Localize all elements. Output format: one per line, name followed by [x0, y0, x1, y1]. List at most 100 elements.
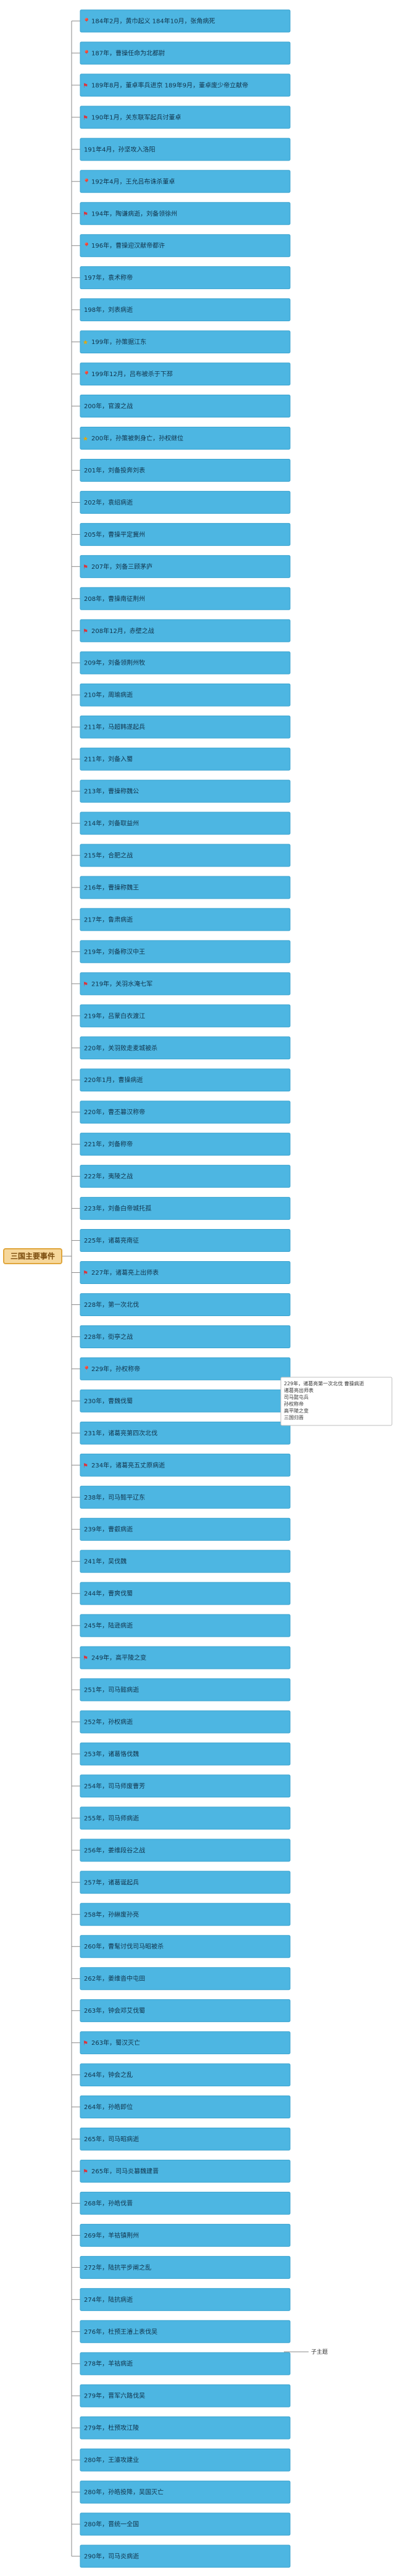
- event-node[interactable]: ★200年，孙策被刺身亡，孙权继位: [80, 426, 291, 450]
- event-node[interactable]: 268年，孙皓伐晋: [80, 2191, 291, 2215]
- event-node-label: 280年，晋统一全国: [84, 2520, 139, 2528]
- side-note[interactable]: 子主题: [284, 2348, 328, 2356]
- event-node[interactable]: 254年，司马师废曹芳: [80, 1774, 291, 1798]
- event-node-box: [80, 170, 291, 193]
- event-node[interactable]: 221年，刘备称帝: [80, 1133, 291, 1156]
- event-node[interactable]: 223年，刘备白帝城托孤: [80, 1197, 291, 1220]
- event-node[interactable]: 222年，夷陵之战: [80, 1165, 291, 1188]
- event-node[interactable]: 220年，关羽败走麦城被杀: [80, 1036, 291, 1060]
- event-node[interactable]: 269年，羊祜镇荆州: [80, 2223, 291, 2247]
- event-node[interactable]: ⚑208年12月，赤壁之战: [80, 619, 291, 642]
- event-node[interactable]: ⚑189年8月，董卓率兵进京 189年9月，董卓废少帝立献帝: [80, 73, 291, 97]
- event-node[interactable]: 230年，曹魏伐蜀: [80, 1389, 291, 1412]
- event-node[interactable]: 220年，曹丕篡汉称帝: [80, 1101, 291, 1124]
- event-node[interactable]: 279年，晋军六路伐吴: [80, 2384, 291, 2407]
- event-node[interactable]: 📍196年，曹操迎汉献帝都许: [80, 234, 291, 258]
- event-node-box: [80, 2288, 291, 2311]
- event-node-box: [80, 1004, 291, 1028]
- event-node[interactable]: ⚑227年，诸葛亮上出师表: [80, 1261, 291, 1285]
- event-node-label: 245年，陆逊病逝: [84, 1622, 133, 1630]
- event-node[interactable]: 244年，曹爽伐蜀: [80, 1582, 291, 1605]
- event-node[interactable]: ⚑249年，高平陵之变: [80, 1646, 291, 1669]
- event-node[interactable]: 210年，周瑜病逝: [80, 683, 291, 707]
- event-node-label: 265年，司马昭病逝: [84, 2135, 139, 2143]
- event-node[interactable]: 216年，曹操称魏王: [80, 876, 291, 899]
- event-node[interactable]: 202年，袁绍病逝: [80, 490, 291, 514]
- event-node[interactable]: 228年，第一次北伐: [80, 1293, 291, 1316]
- event-node[interactable]: 205年，曹操平定冀州: [80, 522, 291, 546]
- flag-icon: ⚑: [83, 1655, 88, 1662]
- event-node[interactable]: 208年，曹操南征荆州: [80, 587, 291, 610]
- event-node-box: [80, 1421, 291, 1445]
- event-node[interactable]: 256年，姜维段谷之战: [80, 1839, 291, 1862]
- event-node[interactable]: 260年，曹髦讨伐司马昭被杀: [80, 1935, 291, 1958]
- event-node[interactable]: ⚑265年，司马炎篡魏建晋: [80, 2159, 291, 2183]
- event-node[interactable]: 238年，司马懿平辽东: [80, 1485, 291, 1509]
- event-node[interactable]: ⚑190年1月，关东联军起兵讨董卓: [80, 106, 291, 129]
- event-node[interactable]: 220年1月，曹操病逝: [80, 1068, 291, 1092]
- event-node[interactable]: 219年，吕蒙白衣渡江: [80, 1004, 291, 1028]
- event-node[interactable]: 📍187年，曹操任命为北都尉: [80, 41, 291, 65]
- nodes: 📍184年2月，黄巾起义 184年10月，张角病死 📍187年，曹操任命为北都尉 ⚑…: [80, 9, 291, 2568]
- event-node[interactable]: 262年，姜维沓中屯田: [80, 1967, 291, 1991]
- event-node[interactable]: 264年，孙皓即位: [80, 2096, 291, 2119]
- event-node[interactable]: 264年，钟会之乱: [80, 2063, 291, 2087]
- event-node[interactable]: 219年，刘备称汉中王: [80, 940, 291, 963]
- event-node[interactable]: ⚑194年，陶谦病逝，刘备领徐州: [80, 202, 291, 225]
- event-node[interactable]: 📍192年4月，王允吕布诛杀董卓: [80, 170, 291, 193]
- event-node[interactable]: 263年，钟会邓艾伐蜀: [80, 1999, 291, 2023]
- event-node[interactable]: 255年，司马师病逝: [80, 1806, 291, 1830]
- event-node[interactable]: 257年，诸葛诞起兵: [80, 1871, 291, 1894]
- event-node[interactable]: 280年，孙皓投降，吴国灭亡: [80, 2480, 291, 2504]
- event-node-label: 251年，司马懿病逝: [84, 1686, 139, 1694]
- event-node[interactable]: 215年，合肥之战: [80, 844, 291, 867]
- event-node-label: 222年，夷陵之战: [84, 1172, 133, 1180]
- event-node[interactable]: 258年，孙綝废孙亮: [80, 1903, 291, 1926]
- event-node-label: 189年8月，董卓率兵进京 189年9月，董卓废少帝立献帝: [91, 81, 248, 89]
- event-node-label: 239年，曹叡病逝: [84, 1525, 133, 1533]
- event-node[interactable]: 214年，刘备取益州: [80, 812, 291, 835]
- event-node-label: 280年，王濬攻建业: [84, 2456, 139, 2464]
- event-node[interactable]: 290年，司马炎病逝: [80, 2545, 291, 2568]
- event-node-box: [80, 490, 291, 514]
- event-node[interactable]: 📍199年12月，吕布被杀于下邳: [80, 363, 291, 386]
- event-node[interactable]: 252年，孙权病逝: [80, 1710, 291, 1734]
- event-node[interactable]: 276年，杜预王濬上表伐吴: [80, 2320, 291, 2343]
- event-node[interactable]: 📍229年，孙权称帝: [80, 1357, 291, 1380]
- event-node[interactable]: 245年，陆逊病逝: [80, 1614, 291, 1637]
- flag-icon: ⚑: [83, 1270, 88, 1277]
- event-node[interactable]: 213年，曹操称魏公: [80, 779, 291, 803]
- event-node[interactable]: 197年，袁术称帝: [80, 266, 291, 290]
- event-node[interactable]: 265年，司马昭病逝: [80, 2128, 291, 2151]
- event-node[interactable]: 225年，诸葛亮南征: [80, 1229, 291, 1252]
- event-node[interactable]: 279年，杜预攻江陵: [80, 2416, 291, 2440]
- event-node[interactable]: 198年，刘表病逝: [80, 298, 291, 322]
- event-node[interactable]: ★199年，孙策据江东: [80, 330, 291, 354]
- event-node[interactable]: ⚑219年，关羽水淹七军: [80, 972, 291, 996]
- event-node[interactable]: 228年，街亭之战: [80, 1325, 291, 1348]
- event-node[interactable]: 211年，马超韩遂起兵: [80, 715, 291, 739]
- event-node[interactable]: 278年，羊祜病逝: [80, 2352, 291, 2375]
- event-node[interactable]: 280年，王濬攻建业: [80, 2448, 291, 2472]
- event-node[interactable]: 274年，陆抗病逝: [80, 2288, 291, 2311]
- event-node[interactable]: 📍184年2月，黄巾起义 184年10月，张角病死: [80, 9, 291, 33]
- event-node[interactable]: 280年，晋统一全国: [80, 2512, 291, 2536]
- event-node[interactable]: 211年，刘备入蜀: [80, 747, 291, 771]
- event-node[interactable]: 231年，诸葛亮第四次北伐: [80, 1421, 291, 1445]
- event-node[interactable]: ⚑263年，蜀汉灭亡: [80, 2031, 291, 2055]
- event-node[interactable]: ⚑207年，刘备三顾茅庐: [80, 555, 291, 578]
- event-node[interactable]: 217年，鲁肃病逝: [80, 908, 291, 931]
- event-node[interactable]: 201年，刘备投奔刘表: [80, 458, 291, 482]
- root-node[interactable]: 三国主要事件: [3, 1248, 62, 1264]
- event-node[interactable]: 272年，陆抗平步阐之乱: [80, 2255, 291, 2279]
- event-node[interactable]: 191年4月，孙坚攻入洛阳: [80, 138, 291, 161]
- event-node[interactable]: 241年，吴伐魏: [80, 1550, 291, 1573]
- event-node[interactable]: 239年，曹叡病逝: [80, 1517, 291, 1541]
- event-node[interactable]: 251年，司马懿病逝: [80, 1678, 291, 1701]
- event-node-box: [80, 138, 291, 161]
- event-node[interactable]: 253年，诸葛恪伐魏: [80, 1742, 291, 1766]
- event-node[interactable]: 209年，刘备领荆州牧: [80, 651, 291, 674]
- event-node[interactable]: ⚑234年，诸葛亮五丈原病逝: [80, 1453, 291, 1477]
- event-node-label: 262年，姜维沓中屯田: [84, 1974, 145, 1982]
- event-node[interactable]: 200年，官渡之战: [80, 395, 291, 418]
